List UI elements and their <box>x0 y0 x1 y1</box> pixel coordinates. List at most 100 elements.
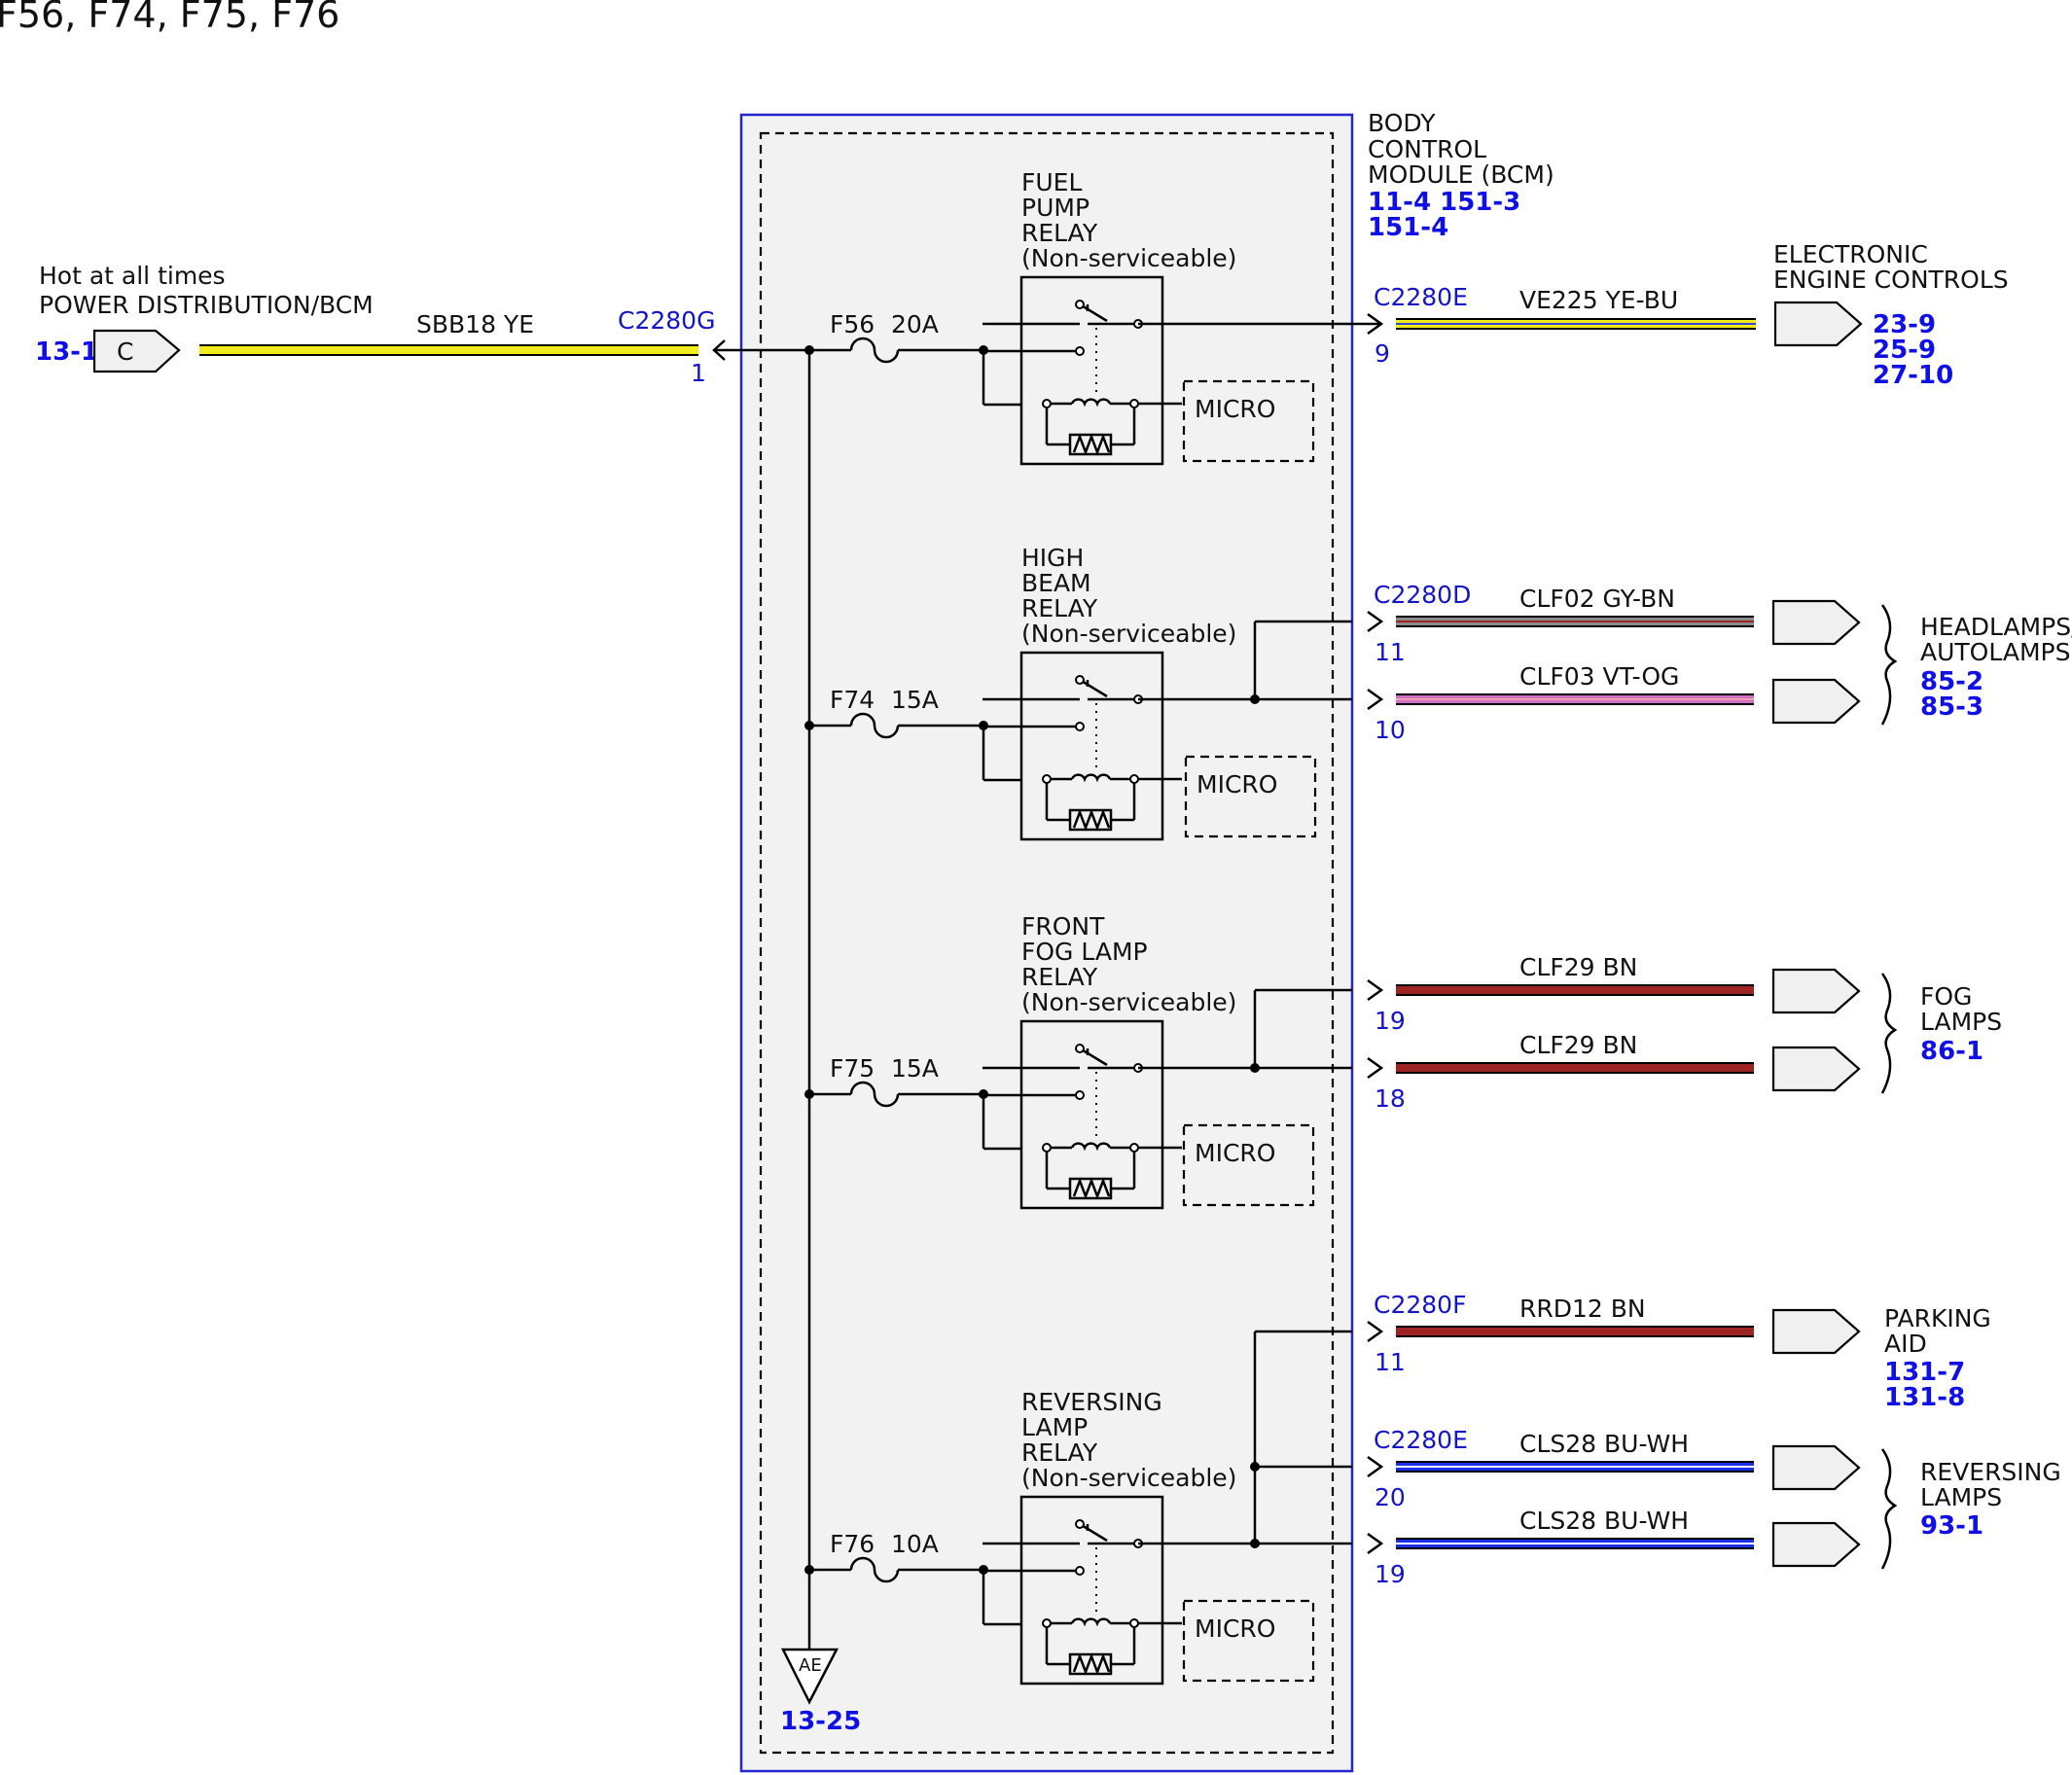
micro-box <box>1182 1599 1315 1683</box>
output-circuit: CLF29 BN <box>1519 1031 1637 1059</box>
micro-label: MICRO <box>1197 770 1277 799</box>
fuse-symbol <box>849 712 900 739</box>
destination-ref-link[interactable]: 23-9 <box>1873 310 1936 339</box>
bcm-ref-link[interactable]: 11-4 151-3 <box>1368 188 1520 217</box>
destination-label: ENGINE CONTROLS <box>1773 266 2009 294</box>
relay-label: (Non-serviceable) <box>1021 1464 1236 1492</box>
destination-label: PARKING <box>1884 1304 1991 1332</box>
ground-symbol <box>780 1648 840 1705</box>
relay-label: RELAY <box>1021 963 1098 991</box>
micro-box <box>1184 755 1317 838</box>
relay-label: (Non-serviceable) <box>1021 988 1236 1016</box>
ground-ref-link[interactable]: 13-25 <box>780 1707 861 1736</box>
output-wire: C2280E 20 CLS28 BU-WH <box>1366 1426 1861 1511</box>
output-circuit: VE225 YE-BU <box>1519 286 1678 314</box>
relay-label: PUMP <box>1021 194 1090 222</box>
destination-label: LAMPS <box>1920 1483 2002 1511</box>
source-note: Hot at all times <box>39 262 226 290</box>
destination-ref-link[interactable]: 131-7 <box>1884 1358 1965 1387</box>
bcm-ref-link[interactable]: 151-4 <box>1368 213 1448 242</box>
output-connector-id: C2280D <box>1374 581 1471 609</box>
fuse-id: F56 <box>830 310 875 338</box>
fuse-circuit-f75: F75 15A FRONT FOG LAMP RELAY (Non-servic… <box>804 912 1352 1210</box>
fuse-symbol <box>849 1081 900 1108</box>
relay-label: FRONT <box>1021 912 1105 941</box>
destination-ref-link[interactable]: 25-9 <box>1873 336 1936 365</box>
output-wire: 19 CLS28 BU-WH <box>1366 1507 1861 1588</box>
destination-ref-link[interactable]: 85-3 <box>1920 692 1983 722</box>
output-wire: 18 CLF29 BN <box>1366 1031 1861 1113</box>
micro-label: MICRO <box>1195 395 1275 423</box>
destination-label: ELECTRONIC <box>1773 240 1928 268</box>
source-connector-letter: C <box>117 337 133 366</box>
micro-label: MICRO <box>1195 1615 1275 1643</box>
output-connector <box>1773 301 1863 347</box>
output-pin: 18 <box>1375 1084 1406 1113</box>
output-connector <box>1771 968 1861 1014</box>
brace-icon <box>1880 604 1898 726</box>
fuse-symbol <box>849 1556 900 1583</box>
output-pin: 10 <box>1375 716 1406 744</box>
fuse-rating: 15A <box>891 1054 939 1083</box>
destination-label: FOG <box>1920 982 1972 1011</box>
output-connector <box>1771 1521 1861 1568</box>
destination-ref-link[interactable]: 85-2 <box>1920 667 1983 696</box>
fuse-rating: 10A <box>891 1530 939 1558</box>
source-wire-label: SBB18 YE <box>416 310 534 338</box>
destination-ref-link[interactable]: 131-8 <box>1884 1383 1965 1412</box>
source-connector <box>92 329 181 373</box>
output-connector <box>1771 1444 1861 1491</box>
output-connector <box>1771 599 1861 646</box>
output-connector <box>1771 1046 1861 1092</box>
output-wire: 19 CLF29 BN <box>1366 953 1861 1035</box>
bcm-module-box <box>739 113 1354 1773</box>
output-wire: 10 CLF03 VT-OG <box>1366 662 1861 744</box>
output-connector-id: C2280E <box>1374 283 1468 311</box>
output-pin: 19 <box>1375 1560 1406 1588</box>
destination-ref-link[interactable]: 86-1 <box>1920 1037 1983 1066</box>
fuse-circuit-f76: F76 10A REVERSING LAMP RELAY (Non-servic… <box>804 1330 1352 1686</box>
relay-label: RELAY <box>1021 594 1098 622</box>
relay-label: (Non-serviceable) <box>1021 620 1236 648</box>
destination-ref-link[interactable]: 27-10 <box>1873 361 1953 390</box>
destination-label: HEADLAMPS/ <box>1920 613 2072 641</box>
source-connector-id: C2280G <box>618 306 715 335</box>
relay-label: RELAY <box>1021 219 1098 247</box>
output-wire: C2280D 11 CLF02 GY-BN <box>1366 581 1861 666</box>
output-wire: C2280E 9 VE225 YE-BU <box>1352 283 1863 368</box>
relay-label: FUEL <box>1021 168 1082 196</box>
relay-label: (Non-serviceable) <box>1021 244 1236 272</box>
destination-label: REVERSING <box>1920 1458 2061 1486</box>
relay-label: RELAY <box>1021 1438 1098 1467</box>
output-connector-id: C2280E <box>1374 1426 1468 1454</box>
diagram-title: F56, F74, F75, F76 <box>0 0 339 36</box>
destination-ref-link[interactable]: 93-1 <box>1920 1511 1983 1541</box>
micro-box <box>1182 379 1315 463</box>
destination-label: AUTOLAMPS <box>1920 638 2070 666</box>
destination-label: LAMPS <box>1920 1008 2002 1036</box>
source-name: POWER DISTRIBUTION/BCM <box>39 291 374 319</box>
output-pin: 11 <box>1375 1348 1406 1376</box>
micro-box <box>1182 1123 1315 1207</box>
relay-label: LAMP <box>1021 1413 1088 1441</box>
output-wire: C2280F 11 RRD12 BN <box>1366 1291 1861 1376</box>
brace-icon <box>1880 1448 1898 1570</box>
bcm-inner-boundary <box>759 131 1335 1755</box>
output-connector <box>1771 678 1861 725</box>
source-ref-link[interactable]: 13-1 <box>35 337 98 367</box>
output-pin: 19 <box>1375 1007 1406 1035</box>
fuse-circuit-f56: F56 20A FUEL PUMP RELAY (Non-serviceable… <box>804 168 1352 466</box>
output-connector <box>1771 1308 1861 1355</box>
output-circuit: CLF03 VT-OG <box>1519 662 1679 691</box>
ground-label: AE <box>799 1655 822 1676</box>
relay-label: REVERSING <box>1021 1388 1162 1416</box>
relay-label: FOG LAMP <box>1021 938 1148 966</box>
output-connector-id: C2280F <box>1374 1291 1466 1319</box>
output-pin: 20 <box>1375 1483 1406 1511</box>
bcm-name-line3: MODULE (BCM) <box>1368 160 1554 189</box>
micro-label: MICRO <box>1195 1139 1275 1167</box>
fuse-id: F74 <box>830 686 875 714</box>
destination-label: AID <box>1884 1330 1927 1358</box>
fuse-id: F75 <box>830 1054 875 1083</box>
